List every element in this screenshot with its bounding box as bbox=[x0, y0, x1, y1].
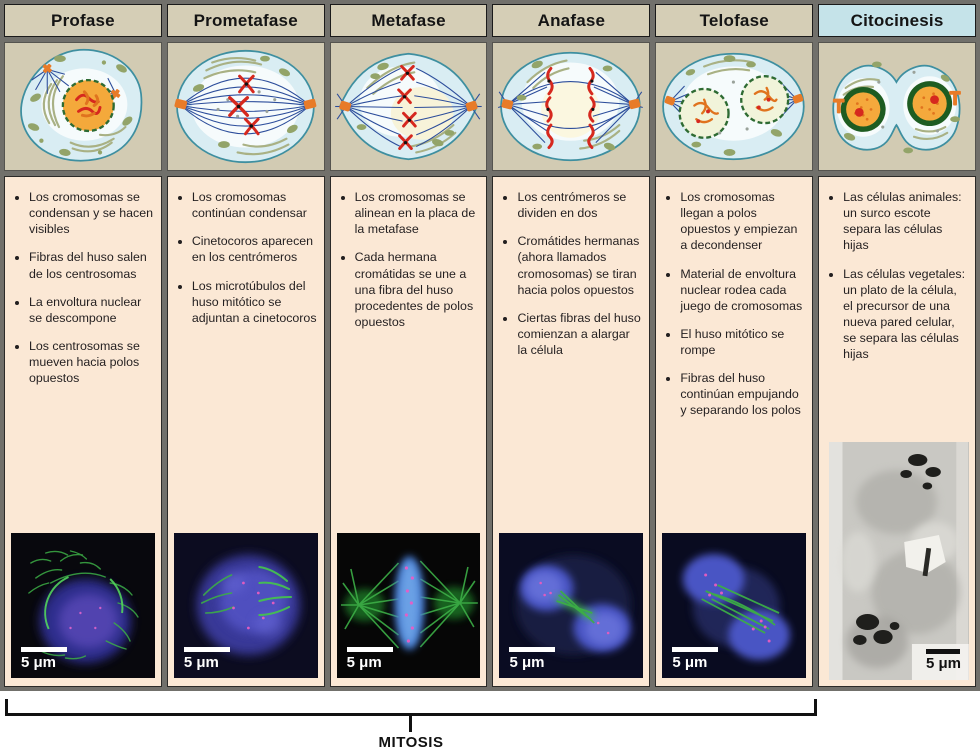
scale-bar: 5 μm bbox=[672, 647, 719, 671]
telofase-micrograph: 5 μm bbox=[662, 533, 807, 678]
profase-micrograph: 5 μm bbox=[11, 533, 155, 678]
header-telofase: Telofase bbox=[655, 4, 814, 37]
mitosis-bracket-area: MITOSIS bbox=[0, 691, 980, 755]
bullet: Los centrosomas se mueven hacia polos op… bbox=[29, 338, 154, 386]
profase-cell-diagram-icon bbox=[20, 48, 143, 162]
bullet: Fibras del huso continúan empujando y se… bbox=[680, 370, 805, 418]
bullet: Los cromosomas continúan condensar bbox=[192, 189, 317, 221]
fluorescence-image bbox=[662, 533, 807, 678]
scale-bar-line bbox=[925, 649, 960, 654]
bullet: La envoltura nuclear se descompone bbox=[29, 294, 154, 326]
bullet: Cromátides hermanas (ahora llamados crom… bbox=[517, 233, 642, 298]
bullet: Los centrómeros se dividen en dos bbox=[517, 189, 642, 221]
citocinesis-cell-diagram-icon bbox=[832, 61, 962, 154]
header-profase: Profase bbox=[4, 4, 162, 37]
scale-bar-label: 5 μm bbox=[346, 654, 382, 671]
citocinesis-panel: Las células animales: un surco escote se… bbox=[818, 176, 976, 687]
scale-bar: 5 μm bbox=[925, 649, 961, 672]
scale-bar-label: 5 μm bbox=[672, 654, 708, 671]
prometafase-bullet-list: Los cromosomas continúan condensar Cinet… bbox=[177, 189, 317, 326]
prometafase-micrograph: 5 μm bbox=[173, 533, 318, 678]
metafase-illustration bbox=[329, 42, 488, 171]
bullet: El huso mitótico se rompe bbox=[680, 326, 805, 358]
prometafase-cell-diagram-icon bbox=[174, 49, 317, 164]
bullet: Ciertas fibras del huso comienzan a alar… bbox=[517, 310, 642, 358]
scale-bar-line bbox=[509, 647, 556, 652]
profase-panel: Los cromosomas se condensan y se hacen v… bbox=[4, 176, 162, 687]
citocinesis-illustration bbox=[818, 42, 976, 171]
scale-bar-line bbox=[346, 647, 393, 652]
metafase-cell-diagram-icon bbox=[334, 52, 482, 161]
mitosis-label: MITOSIS bbox=[378, 734, 444, 751]
prometafase-illustration bbox=[166, 42, 325, 171]
telofase-bullet-list: Los cromosomas llegan a polos opuestos y… bbox=[665, 189, 805, 419]
profase-bullet-list: Los cromosomas se condensan y se hacen v… bbox=[14, 189, 154, 386]
metafase-panel: Los cromosomas se alinean en la placa de… bbox=[329, 176, 488, 687]
bullet: Cinetocoros aparecen en los centrómeros bbox=[192, 233, 317, 265]
anafase-bullet-list: Los centrómeros se dividen en dos Cromát… bbox=[502, 189, 642, 358]
bullet: Fibras del huso salen de los centrosomas bbox=[29, 249, 154, 281]
metafase-bullet-list: Los cromosomas se alinean en la placa de… bbox=[340, 189, 480, 330]
bullet: Cada hermana cromátidas se une a una fib… bbox=[355, 249, 480, 330]
scale-bar: 5 μm bbox=[509, 647, 556, 671]
bracket-center-tick bbox=[409, 715, 412, 732]
scale-bar-line bbox=[21, 647, 67, 652]
header-metafase: Metafase bbox=[329, 4, 488, 37]
mitosis-phase-table: Profase Prometafase Metafase Anafase Tel… bbox=[0, 0, 980, 691]
header-prometafase: Prometafase bbox=[166, 4, 325, 37]
citocinesis-bullet-list: Las células animales: un surco escote se… bbox=[828, 189, 968, 362]
anafase-panel: Los centrómeros se dividen en dos Cromát… bbox=[492, 176, 651, 687]
scale-bar-label: 5 μm bbox=[21, 654, 57, 671]
bullet: Las células vegetales: un plato de la cé… bbox=[843, 266, 968, 363]
electron-micrograph-image bbox=[829, 442, 969, 680]
scale-bar-line bbox=[672, 647, 719, 652]
header-anafase: Anafase bbox=[492, 4, 651, 37]
metafase-micrograph: 5 μm bbox=[336, 533, 481, 678]
bracket-horizontal-line bbox=[5, 713, 817, 716]
prometafase-panel: Los cromosomas continúan condensar Cinet… bbox=[166, 176, 325, 687]
bracket-left-stub bbox=[5, 699, 8, 716]
header-citocinesis: Citocinesis bbox=[818, 4, 976, 37]
fluorescence-image bbox=[499, 533, 644, 678]
bullet: Los cromosomas se alinean en la placa de… bbox=[355, 189, 480, 237]
citocinesis-micrograph: 5 μm bbox=[829, 442, 969, 680]
anafase-cell-diagram-icon bbox=[498, 51, 644, 162]
scale-bar-label: 5 μm bbox=[509, 654, 545, 671]
bullet: Los cromosomas se condensan y se hacen v… bbox=[29, 189, 154, 237]
scale-bar-line bbox=[183, 647, 230, 652]
anafase-illustration bbox=[492, 42, 651, 171]
bullet: Los cromosomas llegan a polos opuestos y… bbox=[680, 189, 805, 254]
scale-bar: 5 μm bbox=[346, 647, 393, 671]
telofase-illustration bbox=[655, 42, 814, 171]
profase-illustration bbox=[4, 42, 162, 171]
scale-bar: 5 μm bbox=[21, 647, 67, 671]
bullet: Las células animales: un surco escote se… bbox=[843, 189, 968, 254]
telofase-cell-diagram-icon bbox=[662, 52, 805, 161]
telofase-panel: Los cromosomas llegan a polos opuestos y… bbox=[655, 176, 814, 687]
scale-bar-label: 5 μm bbox=[183, 654, 219, 671]
bullet: Material de envoltura nuclear rodea cada… bbox=[680, 266, 805, 314]
bracket-right-stub bbox=[814, 699, 817, 716]
fluorescence-image bbox=[336, 533, 481, 678]
fluorescence-image bbox=[173, 533, 318, 678]
bullet: Los microtúbulos del huso mitótico se ad… bbox=[192, 278, 317, 326]
fluorescence-image bbox=[11, 533, 155, 678]
anafase-micrograph: 5 μm bbox=[499, 533, 644, 678]
scale-bar-label: 5 μm bbox=[925, 655, 961, 672]
scale-bar: 5 μm bbox=[183, 647, 230, 671]
